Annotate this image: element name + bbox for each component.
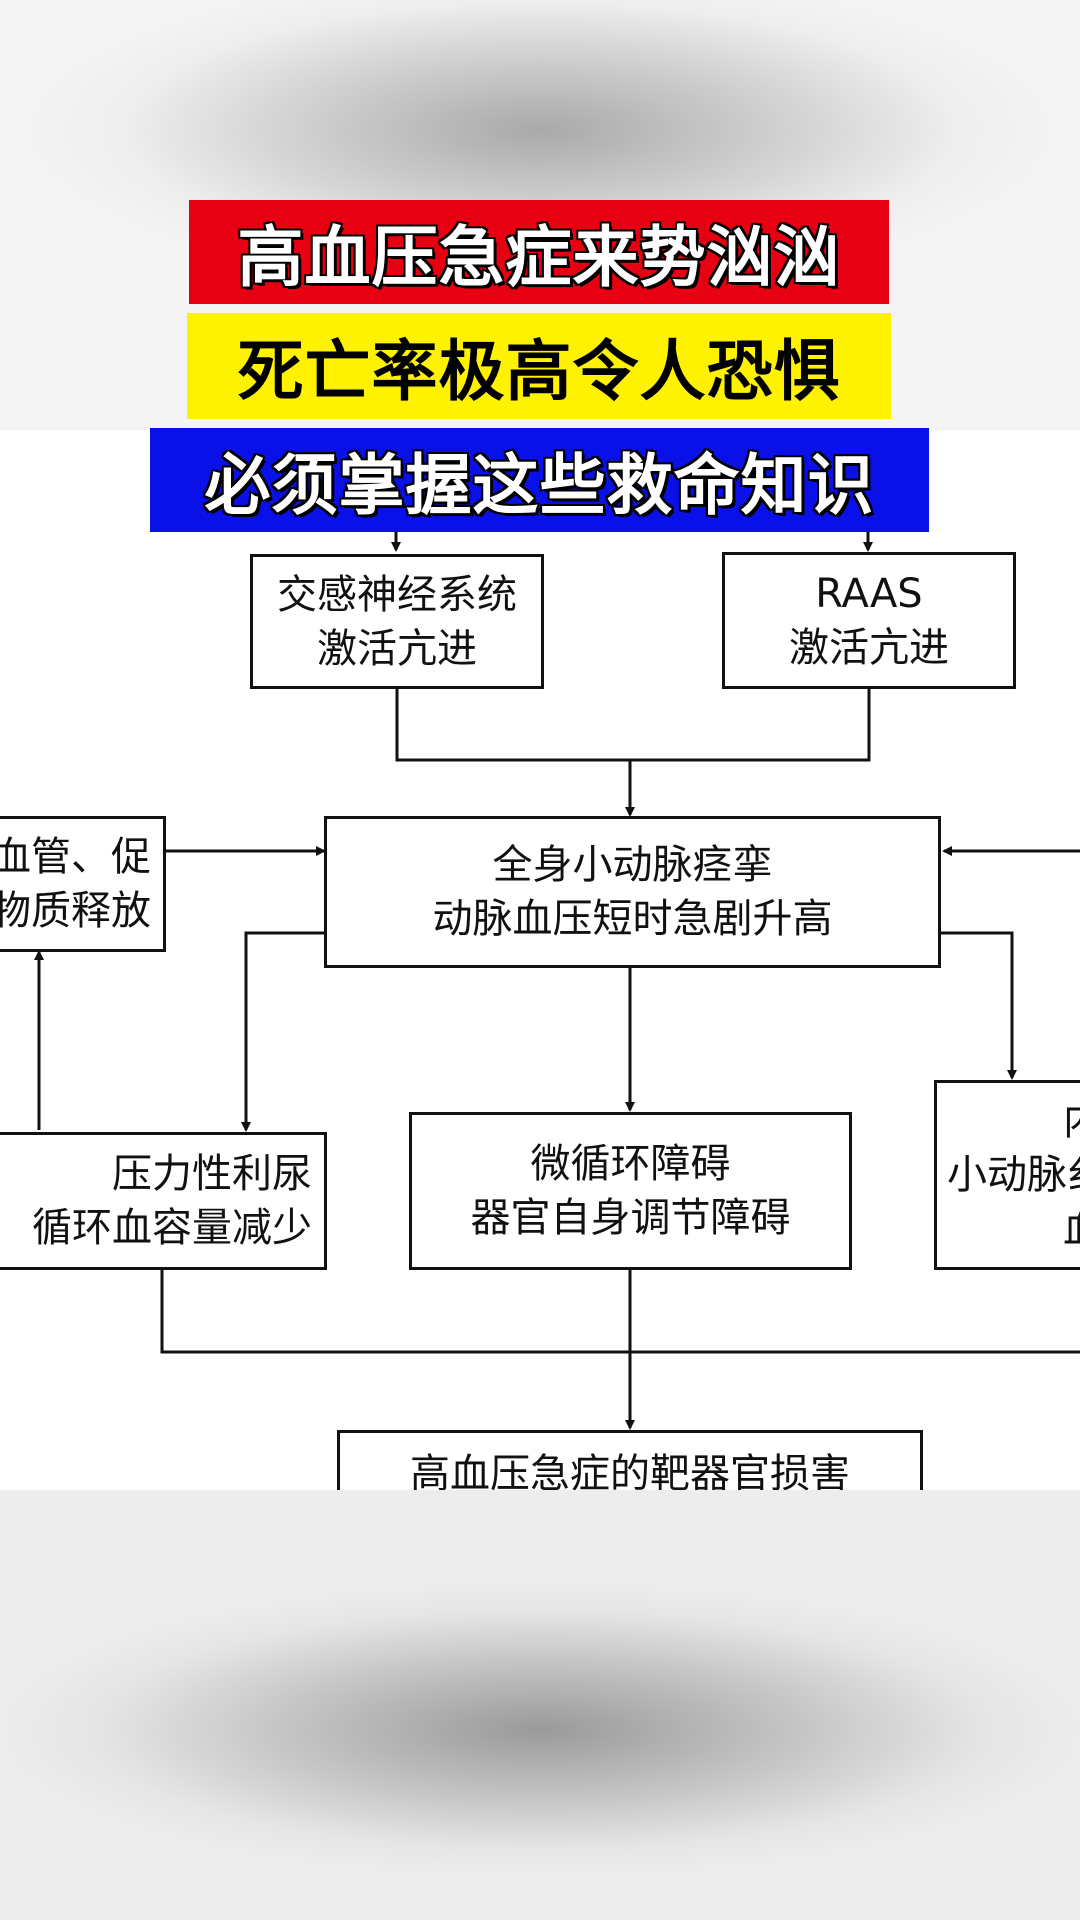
- node-text: 小动脉纟: [947, 1152, 1080, 1198]
- flowchart-connectors: [34, 430, 1080, 1430]
- node-text: 器官自身调节障碍: [470, 1195, 791, 1241]
- node-text: 高血压急症的靶器官损害: [410, 1451, 850, 1490]
- node-microcirculation-disorder: 微循环障碍 器官自身调节障碍: [409, 1112, 852, 1270]
- node-text: 循环血容量减少: [32, 1205, 312, 1251]
- node-text: 内: [947, 1094, 1080, 1148]
- node-endothelial-partial: 内 小动脉纟 血: [934, 1080, 1080, 1270]
- node-pressure-diuresis: 压力性利尿 循环血容量减少: [0, 1132, 327, 1270]
- headline-banner-3: 必须掌握这些救命知识: [150, 428, 929, 532]
- node-text: 动脉血压短时急剧升高: [432, 896, 833, 942]
- node-text: 血管、促: [0, 834, 151, 880]
- node-raas-activation: RAAS 激活亢进: [722, 552, 1016, 689]
- arrow-center-to-diuresis: [241, 931, 325, 1132]
- node-text: 交感神经系统: [277, 571, 517, 618]
- node-text: 血: [947, 1202, 1080, 1256]
- node-target-organ-damage: 高血压急症的靶器官损害: [337, 1430, 923, 1490]
- node-text: 微循环障碍: [530, 1141, 731, 1187]
- node-text: 压力性利尿: [112, 1151, 312, 1197]
- node-vasoactive-release-partial: 血管、促 物质释放: [0, 816, 166, 952]
- connector-sympathetic-merge: [395, 688, 871, 762]
- blurred-background-bottom: [0, 1490, 1080, 1920]
- node-text: 激活亢进: [789, 624, 949, 671]
- node-text: RAAS: [815, 570, 923, 617]
- headline-text-2: 死亡率极高令人恐惧: [237, 333, 841, 410]
- node-text: 激活亢进: [317, 625, 477, 672]
- headline-banner-1: 高血压急症来势汹汹: [189, 200, 889, 304]
- node-text: 物质释放: [0, 888, 151, 934]
- flowchart-panel: 交感神经系统 激活亢进 RAAS 激活亢进 血管、促 物质释放 全身小动脉痉挛 …: [0, 430, 1080, 1490]
- headline-text-3: 必须掌握这些救命知识: [203, 446, 875, 526]
- headline-banner-2: 死亡率极高令人恐惧: [187, 313, 891, 419]
- headline-text-1: 高血压急症来势汹汹: [236, 218, 841, 298]
- node-sympathetic-activation: 交感神经系统 激活亢进: [250, 554, 544, 689]
- arrow-center-to-right: [940, 931, 1017, 1080]
- node-text: 全身小动脉痉挛: [492, 842, 773, 888]
- connector-bottom-merge: [160, 1268, 1080, 1354]
- node-arteriole-spasm: 全身小动脉痉挛 动脉血压短时急剧升高: [324, 816, 941, 968]
